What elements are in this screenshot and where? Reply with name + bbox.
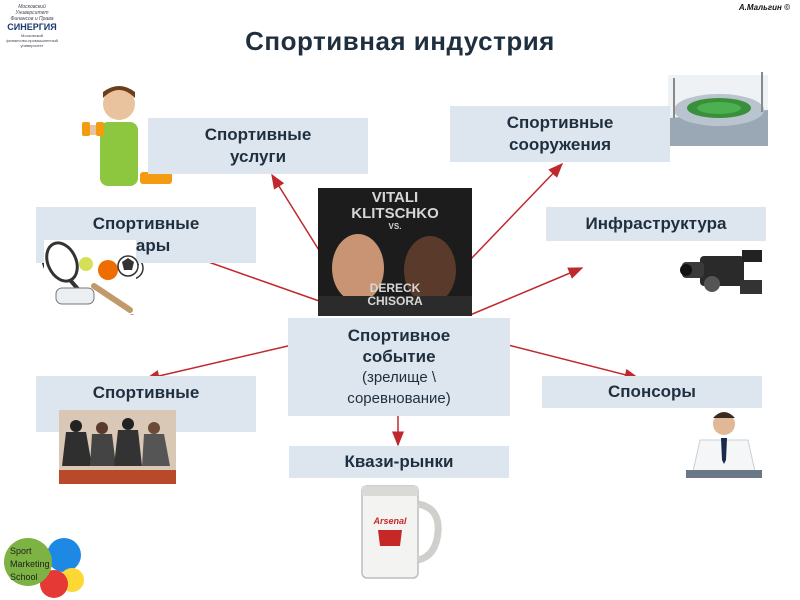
- boy-dumbbell-image: [82, 86, 172, 186]
- node-infrastructure: Инфраструктура: [546, 207, 766, 241]
- arrow-to-services: [271, 173, 323, 256]
- node-sport-services: Спортивные услуги: [148, 118, 368, 174]
- node-sport-goods-line-2: ...ары: [121, 236, 171, 255]
- node-sponsors-line-1: Спонсоры: [608, 382, 696, 401]
- node-sport-event-line-1: Спортивное: [347, 326, 451, 345]
- node-sport-goods-line-1: Спортивные: [92, 214, 200, 233]
- arrow-to-sponsors: [507, 344, 640, 381]
- logo-sub-2: финансово-промышленный: [6, 38, 58, 43]
- page-title: Спортивная индустрия: [245, 26, 555, 56]
- poster-footer: DERECK CHISORA: [318, 282, 472, 308]
- node-sport-event-line-2: событие: [362, 347, 436, 366]
- node-sport-services-line-2: услуги: [229, 147, 287, 166]
- stadium-image: [668, 72, 768, 146]
- logo-sub-3: университет: [20, 43, 44, 48]
- arrow-to-facilities: [469, 162, 564, 261]
- beer-mug-image: [361, 485, 442, 579]
- logo-sub-1: Московский: [21, 33, 43, 38]
- arrow-to-infra: [469, 267, 584, 316]
- video-camera-image: [680, 250, 762, 294]
- node-sport-event: Спортивное событие (зрелище \ соревнован…: [288, 318, 510, 416]
- fight-poster-image: [318, 188, 472, 316]
- node-quasi-markets: Квази-рынки: [289, 446, 509, 478]
- node-sport-facilities-line-1: Спортивные: [506, 113, 614, 132]
- poster-vs: VS.: [388, 222, 402, 231]
- logo-script-line-2: Финансов и Права: [10, 16, 54, 22]
- sms-logo: [4, 538, 84, 598]
- poster-line-1: VITALI: [371, 189, 419, 206]
- node-sport-teams-line-1: Спортивные: [92, 383, 200, 402]
- node-quasi-markets-line-1: Квази-рынки: [344, 452, 454, 471]
- logo-name: СИНЕРГИЯ: [7, 22, 57, 32]
- node-sport-teams: Спортивные ...ы: [36, 376, 256, 432]
- sms-line-2: Marketing: [10, 559, 50, 569]
- arrow-to-teams: [144, 344, 293, 382]
- poster-line-4: CHISORA: [367, 294, 423, 308]
- node-sport-teams-line-2: ...ы: [131, 405, 161, 424]
- node-sponsors: Спонсоры: [542, 376, 762, 408]
- sms-logo-text: Sport Marketing School: [10, 545, 50, 584]
- author-credit: А.Мальгин ©: [738, 3, 790, 12]
- logo-script-line-1: Московский Университет: [15, 4, 49, 16]
- node-sport-facilities-line-2: сооружения: [509, 135, 611, 154]
- mug-text: Arsenal: [373, 516, 407, 526]
- node-sport-event-line-3: (зрелище \: [361, 369, 437, 386]
- sms-line-1: Sport: [10, 546, 32, 556]
- poster-line-2: KLITSCHKO: [351, 205, 439, 222]
- node-sport-services-line-1: Спортивные: [204, 125, 312, 144]
- poster-header: VITALI KLITSCHKO VS.: [318, 190, 472, 232]
- node-sport-facilities: Спортивные сооружения: [450, 106, 670, 162]
- sinergia-logo: Московский Университет Финансов и Права …: [4, 4, 60, 52]
- node-infrastructure-line-1: Инфраструктура: [585, 214, 727, 233]
- businessman-image: [684, 410, 764, 480]
- node-sport-goods: Спортивные ...ары: [36, 207, 256, 263]
- poster-line-3: DERECK: [369, 281, 421, 295]
- node-sport-event-line-4: соревнование): [347, 390, 451, 407]
- sms-line-3: School: [10, 572, 38, 582]
